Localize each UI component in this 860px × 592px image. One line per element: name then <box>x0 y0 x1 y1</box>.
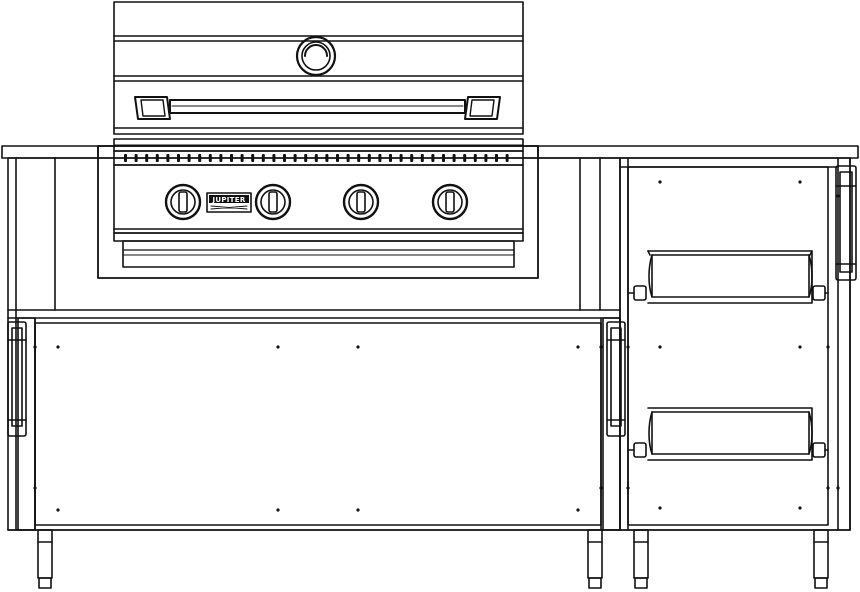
screw-dot <box>626 486 630 490</box>
screw-dot <box>798 180 802 184</box>
screw-dot <box>836 194 840 198</box>
vent-slot <box>495 154 498 162</box>
vent-slot <box>389 154 392 162</box>
vent-slot <box>357 154 361 162</box>
grill-hood <box>114 2 523 134</box>
vent-slot <box>473 154 477 162</box>
screw-dot <box>626 345 630 349</box>
vent-slot <box>410 154 414 162</box>
burner-knob-4[interactable] <box>433 185 467 219</box>
lower-towel-bar[interactable] <box>628 408 828 460</box>
vent-slot <box>325 154 329 162</box>
screw-dot <box>798 506 802 510</box>
screw-dot <box>576 508 580 512</box>
burner-knob-1[interactable] <box>166 185 200 219</box>
vent-slot <box>420 154 424 162</box>
cart-feet <box>38 530 828 588</box>
left-door-hinge-handle[interactable] <box>8 318 35 530</box>
vent-slot <box>134 154 138 162</box>
cart-foot <box>38 530 52 588</box>
vent-slot <box>208 154 212 162</box>
vent-slot <box>505 154 509 162</box>
screw-dot <box>826 345 830 349</box>
burner-knob-2[interactable] <box>256 185 290 219</box>
vent-slot <box>272 154 276 162</box>
vent-slot <box>166 154 170 162</box>
countertop <box>2 146 858 158</box>
vent-slot <box>431 154 435 162</box>
vent-slot <box>484 154 488 162</box>
screw-dot <box>56 508 60 512</box>
vent-slot <box>452 154 456 162</box>
vent-slot <box>145 154 149 162</box>
screw-dot <box>576 345 580 349</box>
screw-dot <box>658 506 662 510</box>
brand-badge-text: JUPITER <box>211 196 245 204</box>
vent-slot <box>240 154 244 162</box>
screw-dot <box>56 345 60 349</box>
vent-slot <box>442 154 445 162</box>
screw-dot <box>599 486 603 490</box>
vent-slot <box>304 154 308 162</box>
screw-dot <box>276 508 280 512</box>
screw-dot <box>356 345 360 349</box>
brand-badge: JUPITER <box>207 193 251 212</box>
vent-slot <box>399 154 403 162</box>
vent-slot <box>261 154 265 162</box>
vent-slot <box>177 154 180 162</box>
vent-slot <box>230 154 233 162</box>
upper-towel-bar[interactable] <box>628 251 828 303</box>
right-cabinet <box>620 158 850 530</box>
vent-slot <box>283 154 286 162</box>
vent-slot <box>155 154 159 162</box>
left-cabinet-door[interactable] <box>35 318 601 530</box>
vent-slot <box>219 154 223 162</box>
grill-body <box>98 139 538 278</box>
screw-dot <box>798 345 802 349</box>
screw-dot <box>276 345 280 349</box>
vent-slot <box>367 154 371 162</box>
hood-handle[interactable] <box>135 97 500 119</box>
vent-slot <box>336 154 339 162</box>
left-door-screw-dots <box>33 345 603 512</box>
screw-dot <box>658 345 662 349</box>
vent-slot <box>124 154 127 162</box>
cart-foot <box>814 530 828 588</box>
vent-slot <box>378 154 382 162</box>
screw-dot <box>599 345 603 349</box>
vent-slot <box>314 154 318 162</box>
cart-left-section <box>8 158 620 530</box>
temperature-gauge <box>297 37 335 75</box>
vent-slot <box>198 154 202 162</box>
vent-slot <box>463 154 467 162</box>
right-cabinet-screw-dots <box>626 180 840 510</box>
vent-slot <box>251 154 255 162</box>
vent-slot <box>346 154 350 162</box>
vent-slot <box>293 154 297 162</box>
vent-slot <box>187 154 191 162</box>
cart-foot <box>588 530 602 588</box>
center-door-handle[interactable] <box>603 318 625 530</box>
burner-knob-3[interactable] <box>344 185 378 219</box>
burner-vent-slots <box>124 154 509 162</box>
screw-dot <box>836 486 840 490</box>
right-side-handle[interactable] <box>836 158 856 530</box>
screw-dot <box>826 486 830 490</box>
screw-dot <box>658 180 662 184</box>
cart-foot <box>634 530 648 588</box>
screw-dot <box>356 508 360 512</box>
